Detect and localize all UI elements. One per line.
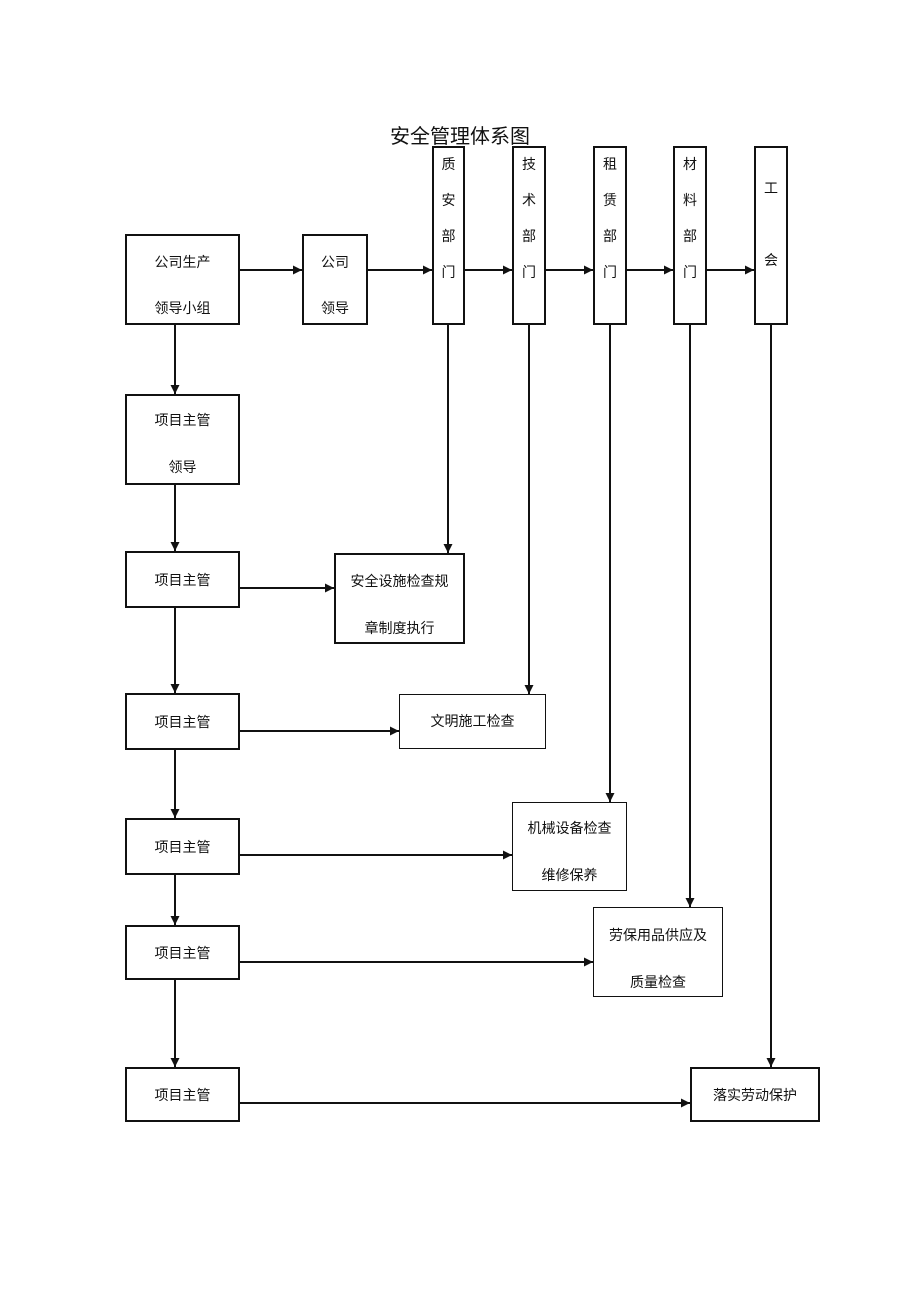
supervisor-box-2: 项目主管 <box>125 693 240 750</box>
machine-check-line2: 维修保养 <box>541 868 598 884</box>
dept-technical-char3: 部 <box>522 229 536 245</box>
supervisor-box-1: 项目主管 <box>125 551 240 608</box>
dept-technical: 技 术 部 门 <box>512 146 546 325</box>
supervisor-label: 项目主管 <box>154 840 211 856</box>
supervisor-label: 项目主管 <box>154 573 211 589</box>
supervisor-box-3: 项目主管 <box>125 818 240 875</box>
dept-technical-char4: 门 <box>522 265 536 281</box>
dept-materials-char1: 材 <box>683 157 697 173</box>
company-leader-box: 公司 领导 <box>302 234 368 325</box>
supervisor-box-5: 项目主管 <box>125 1067 240 1122</box>
company-group-line2: 领导小组 <box>154 301 211 317</box>
dept-quality-char4: 门 <box>441 265 456 281</box>
dept-union: 工 会 <box>754 146 788 325</box>
dept-quality-char1: 质 <box>441 157 456 173</box>
civil-check-box: 文明施工检查 <box>399 694 546 749</box>
dept-leasing-char1: 租 <box>603 157 617 173</box>
company-leader-line1: 公司 <box>321 255 349 271</box>
civil-check-label: 文明施工检查 <box>430 714 515 730</box>
safety-check-box: 安全设施检查规 章制度执行 <box>334 553 465 644</box>
dept-technical-char2: 术 <box>522 193 536 209</box>
ppe-supply-box: 劳保用品供应及 质量检查 <box>593 907 723 997</box>
dept-leasing-char3: 部 <box>603 229 617 245</box>
diagram-title: 安全管理体系图 <box>390 124 530 148</box>
dept-leasing-char2: 赁 <box>603 193 617 209</box>
dept-materials: 材 料 部 门 <box>673 146 707 325</box>
supervisor-label: 项目主管 <box>154 1088 211 1104</box>
dept-union-char2: 会 <box>764 253 778 269</box>
safety-check-line1: 安全设施检查规 <box>350 574 449 590</box>
dept-leasing: 租 赁 部 门 <box>593 146 627 325</box>
supervisor-label: 项目主管 <box>154 946 211 962</box>
project-leader-line1: 项目主管 <box>154 413 211 429</box>
dept-materials-char4: 门 <box>683 265 697 281</box>
supervisor-label: 项目主管 <box>154 715 211 731</box>
labor-protect-box: 落实劳动保护 <box>690 1067 820 1122</box>
dept-materials-char2: 料 <box>683 193 697 209</box>
dept-quality-char2: 安 <box>441 193 456 209</box>
project-leader-line2: 领导 <box>168 460 197 476</box>
ppe-supply-line1: 劳保用品供应及 <box>609 928 707 944</box>
dept-quality-safety: 质 安 部 门 <box>432 146 465 325</box>
machine-check-line1: 机械设备检查 <box>527 821 612 837</box>
company-leader-line2: 领导 <box>321 301 349 317</box>
safety-check-line2: 章制度执行 <box>364 621 435 637</box>
supervisor-box-4: 项目主管 <box>125 925 240 980</box>
dept-quality-char3: 部 <box>441 229 456 245</box>
project-leader-box: 项目主管 领导 <box>125 394 240 485</box>
dept-materials-char3: 部 <box>683 229 697 245</box>
machine-check-box: 机械设备检查 维修保养 <box>512 802 627 891</box>
labor-protect-label: 落实劳动保护 <box>713 1088 797 1104</box>
ppe-supply-line2: 质量检查 <box>630 975 686 991</box>
company-group-line1: 公司生产 <box>154 255 211 271</box>
dept-leasing-char4: 门 <box>603 265 617 281</box>
company-group-box: 公司生产 领导小组 <box>125 234 240 325</box>
dept-technical-char1: 技 <box>522 157 536 173</box>
dept-union-char1: 工 <box>764 181 778 197</box>
